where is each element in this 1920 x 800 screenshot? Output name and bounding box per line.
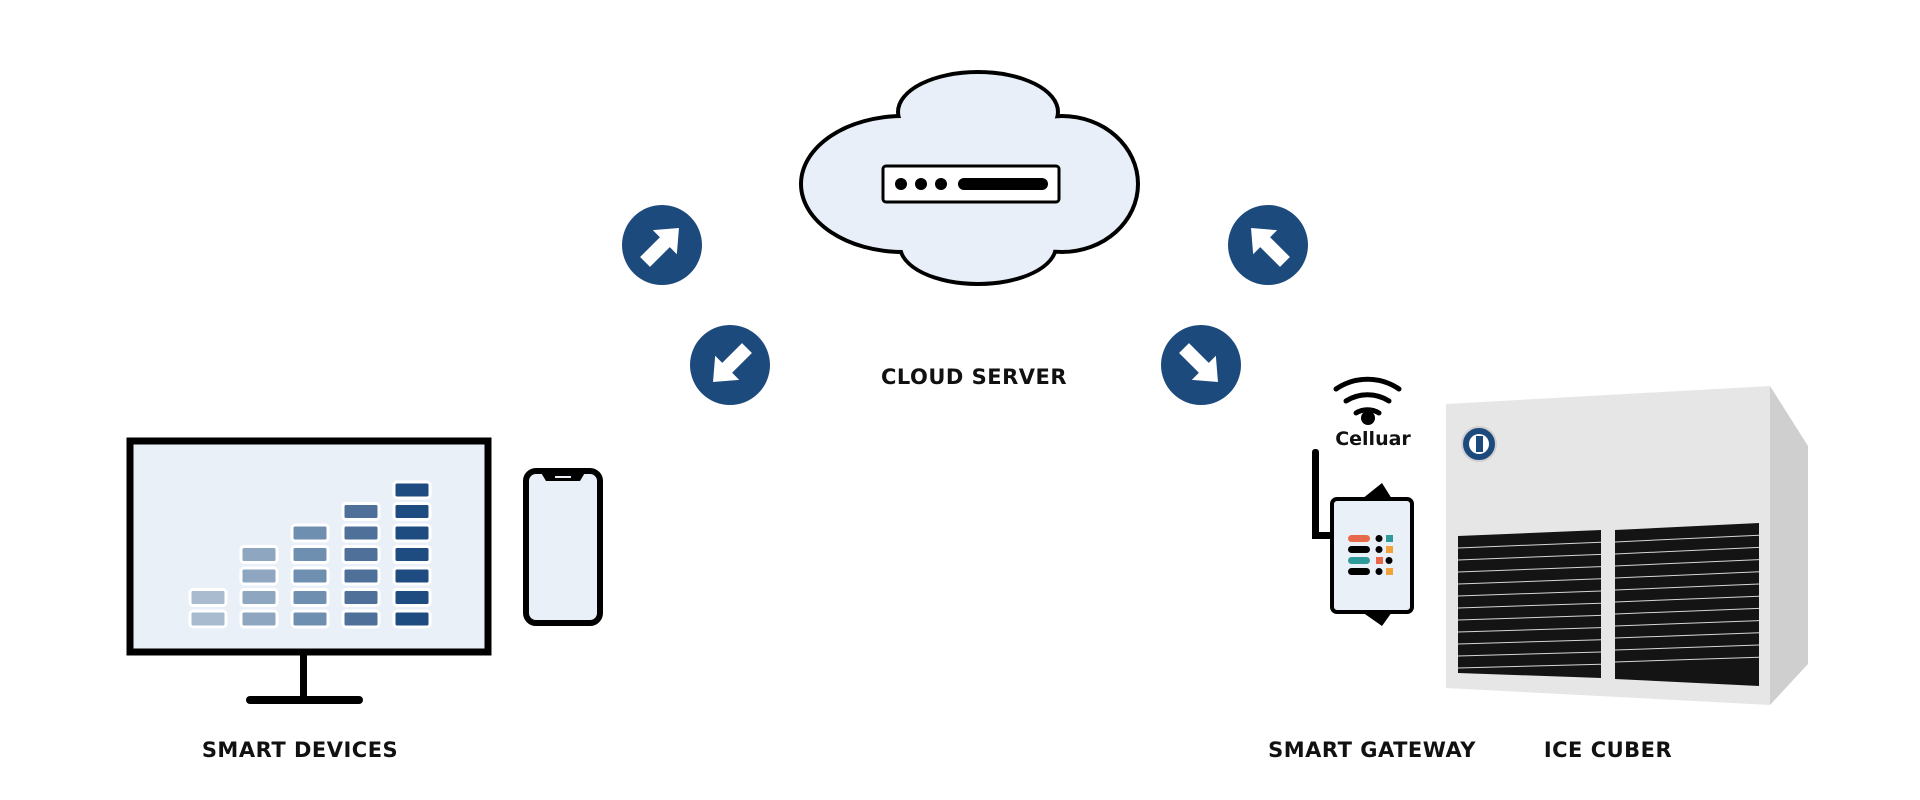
bar-block: [392, 588, 432, 607]
bar-block: [392, 480, 432, 500]
arrow-down-left-icon: [690, 325, 770, 405]
vent-slat: [1457, 553, 1602, 561]
vent-slat: [1614, 607, 1760, 615]
brand-logo-icon: [1461, 426, 1497, 462]
bar-block: [290, 609, 330, 629]
bar-block: [290, 588, 330, 607]
bar-block: [341, 588, 381, 607]
vent-slat: [1614, 656, 1760, 663]
vent-slat: [1614, 546, 1760, 555]
vent-slat: [1614, 632, 1760, 639]
vent-slat: [1457, 651, 1602, 657]
bar-block: [188, 588, 228, 607]
bar-block: [290, 545, 330, 564]
bar-block: [239, 588, 279, 607]
vent-slat: [1457, 639, 1602, 645]
vent-slat: [1457, 541, 1602, 549]
bar-block: [239, 545, 279, 564]
vent-slat: [1457, 578, 1602, 585]
bar-block: [341, 523, 381, 543]
bar-block: [392, 523, 432, 543]
vent-slat: [1457, 627, 1602, 633]
vent-slat: [1614, 595, 1760, 603]
arrow-up-left-icon: [1228, 205, 1308, 285]
bar-block: [188, 609, 228, 629]
bar-block: [290, 566, 330, 586]
wifi-icon: [1333, 376, 1402, 416]
smart-gateway-label: SMART GATEWAY: [1268, 738, 1476, 762]
vent-slat: [1614, 644, 1760, 651]
bar-block: [239, 609, 279, 629]
gateway-device-icon: [1312, 449, 1414, 626]
bar-block: [392, 566, 432, 586]
vent-slat: [1457, 590, 1602, 597]
vent-slat: [1457, 614, 1602, 621]
wifi-dot: [1361, 411, 1375, 425]
ice-machine-icon: [1446, 386, 1808, 705]
cloud-icon: [799, 70, 1140, 286]
cloud-server-label: CLOUD SERVER: [880, 365, 1068, 389]
bar-block: [341, 502, 381, 521]
ice-cuber-label: ICE CUBER: [1543, 738, 1673, 762]
vent-slat: [1614, 571, 1760, 579]
bar-chart-graphic: [188, 480, 432, 629]
vent-slat: [1457, 663, 1602, 669]
bar-block: [341, 545, 381, 564]
bar-block: [392, 545, 432, 564]
arrow-up-right-icon: [622, 205, 702, 285]
monitor-icon: [126, 437, 492, 704]
bar-block: [239, 566, 279, 586]
bar-block: [392, 502, 432, 521]
arrow-down-right-icon: [1161, 325, 1241, 405]
bar-block: [392, 609, 432, 629]
vent-slat: [1614, 534, 1760, 543]
vent-slats: [1457, 534, 1760, 669]
vent-slat: [1457, 602, 1602, 609]
server-icon: [881, 164, 1061, 204]
vent-slat: [1614, 620, 1760, 627]
smart-devices-label: SMART DEVICES: [201, 738, 399, 762]
vent-slat: [1614, 583, 1760, 591]
bar-block: [341, 609, 381, 629]
vent-slat: [1457, 566, 1602, 573]
smartphone-icon: [523, 468, 603, 626]
cellular-label: Celluar: [1335, 428, 1411, 450]
bar-block: [290, 523, 330, 543]
bar-block: [341, 566, 381, 586]
vent-slat: [1614, 559, 1760, 567]
